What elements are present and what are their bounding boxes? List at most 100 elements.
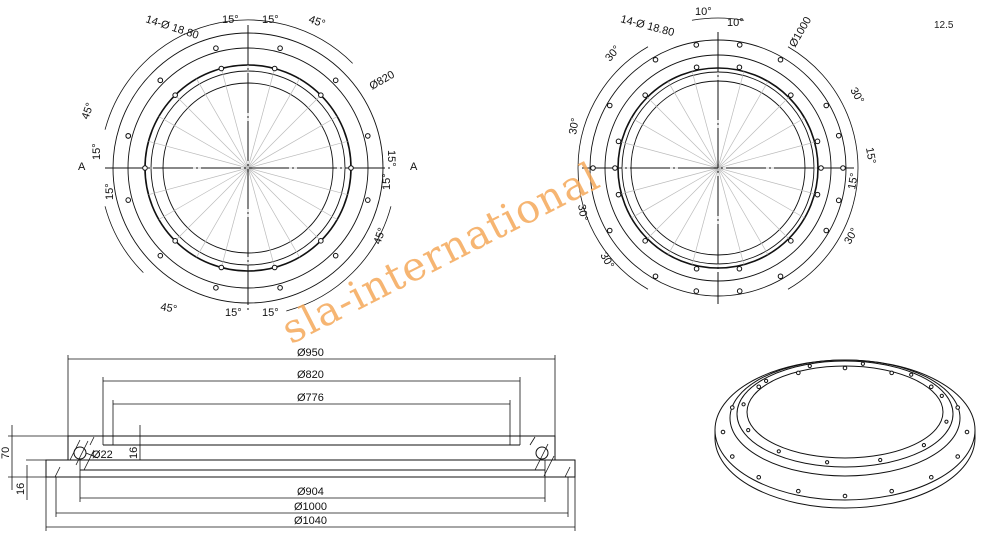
iso-bolt-hole [842,493,848,499]
right-plan-view [582,32,854,304]
center-line [631,167,719,219]
angle-label: 15° [381,173,393,190]
angle-label: 10° [727,17,744,29]
bolt-hole [590,165,596,171]
dim-950: Ø950 [297,347,324,359]
bolt-hole [615,191,622,198]
bolt-hole [736,265,743,272]
bolt-hole [213,284,219,291]
bolt-hole [736,64,743,71]
center-line [647,167,719,239]
angle-label: 15° [222,14,239,26]
angle-label: 45° [80,101,97,121]
bolt-hole [736,288,743,294]
dimension-arc [577,46,649,290]
bolt-hole [823,227,830,234]
dimension-arc [787,46,859,205]
bolt-hole [777,273,784,280]
center-line [717,167,805,219]
angle-label: 15° [262,14,279,26]
center-line [247,167,275,268]
bolt-hole [788,238,794,244]
ball-right [535,446,549,460]
bolt-hole [835,132,842,139]
angle-label: 10° [695,6,712,18]
bolt-hole [348,165,354,171]
dim-flange: 16 [15,483,27,495]
dim-1000: Ø1000 [294,501,327,513]
center-line [717,81,769,169]
bolt-hole [606,102,613,109]
dim-904: Ø904 [297,486,324,498]
bolt-hole [213,45,219,52]
iso-bolt-hole [763,378,769,383]
bolt-hole [142,165,148,171]
bolt-hole [157,77,164,84]
iso-bolt-hole [921,443,927,448]
section-view: Ø950 Ø820 Ø776 Ø904 Ø1000 Ø1040 Ø22 70 1… [0,347,576,531]
dim-1040: Ø1040 [294,515,327,527]
center-line [174,167,249,242]
bolt-hole [642,238,648,244]
bolt-hole [318,92,324,98]
diameter-label-left: Ø820 [368,69,397,93]
dimension-arc [286,206,392,312]
iso-bolt-hole [796,488,801,494]
center-line [196,78,249,169]
angle-label: 30° [575,203,590,221]
scale-label: 12.5 [934,20,954,31]
iso-bolt-hole [746,428,751,433]
bolt-hole [814,191,821,198]
dim-height: 70 [0,447,12,459]
bolt-hole [271,264,278,271]
center-line [158,116,249,169]
left-plan-view [105,25,391,311]
iso-bolt-hole [964,429,970,435]
angle-label: 15° [863,146,878,164]
bolt-hole [172,238,178,244]
center-line [148,167,249,195]
angle-label: 30° [847,86,866,106]
center-line [667,81,719,169]
iso-bolt-hole [729,454,735,459]
dimension-arc [209,19,353,64]
dim-ball: Ø22 [92,449,113,461]
iso-bolt-hole [825,460,830,465]
bolt-hole [615,138,622,145]
bolt-hole [125,197,132,203]
center-line [717,167,789,239]
iso-bolt-hole [889,488,894,494]
center-line [621,167,719,195]
bolt-hole [693,288,700,294]
center-line [247,94,322,169]
center-line [631,117,719,169]
section-flange [45,459,576,478]
bolt-hole [835,197,842,204]
angle-label: 15° [91,143,103,160]
angle-label: 45° [159,301,177,316]
bolt-hole [840,165,846,171]
bolt-hole [332,252,339,259]
section-upper-ring [67,435,556,461]
center-line [247,167,300,258]
angle-label: 15° [104,183,116,200]
bolt-hole [218,264,225,271]
angle-label: 15° [385,150,397,167]
center-line [667,167,719,255]
bolt-hole [693,265,700,272]
angle-label: 30° [842,226,861,246]
iso-bolt-hole [955,405,961,410]
iso-bolt-hole [928,474,934,480]
center-line [717,167,815,195]
iso-bolt-hole [878,457,883,463]
bolt-hole [606,227,613,234]
iso-bolt-hole [944,419,949,424]
angle-label: 45° [372,226,389,246]
dim-820: Ø820 [297,369,324,381]
iso-bolt-hole [807,363,812,369]
center-line [247,116,338,169]
center-line [717,167,745,265]
bolt-hole [693,64,700,71]
dimension-arc [691,17,745,21]
